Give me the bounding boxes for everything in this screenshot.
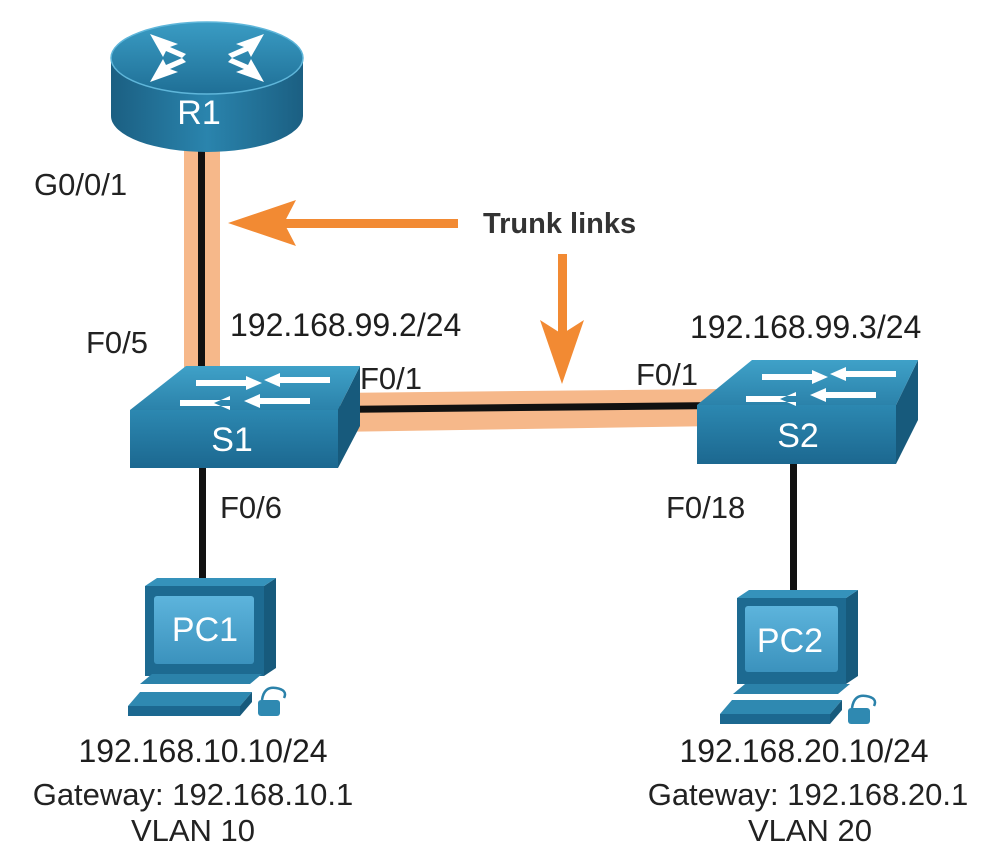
pc1-vlan: VLAN 10 (131, 813, 255, 848)
pc-pc1[interactable]: PC1 (128, 578, 287, 716)
cable-s1-pc1 (199, 465, 206, 587)
pc-icon (128, 578, 287, 716)
port-s1-f06: F0/6 (220, 490, 282, 525)
trunk-arrow-left (228, 200, 458, 246)
router-r1-label: R1 (177, 94, 220, 132)
port-s2-f018: F0/18 (666, 490, 745, 525)
switch-s2-label: S2 (777, 417, 819, 455)
link-s1-pc1 (199, 465, 206, 587)
link-r1-s1 (184, 150, 220, 372)
switch-icon (697, 360, 918, 464)
cable-r1-s1 (198, 150, 205, 372)
trunk-arrow-down (540, 254, 584, 384)
pc2-gateway: Gateway: 192.168.20.1 (648, 777, 969, 812)
switch-icon (130, 366, 360, 468)
port-s1-f01: F0/1 (360, 361, 422, 396)
s1-ip-address: 192.168.99.2/24 (230, 307, 461, 343)
pc2-ip-address: 192.168.20.10/24 (679, 733, 928, 769)
pc-icon (720, 590, 877, 724)
link-s1-s2 (330, 389, 720, 432)
router-icon (110, 21, 304, 152)
port-r1-g001: G0/0/1 (34, 167, 127, 202)
link-s2-pc2 (790, 462, 797, 590)
router-r1[interactable]: R1 (110, 21, 304, 152)
port-s2-f01: F0/1 (636, 357, 698, 392)
switch-s1-label: S1 (211, 421, 253, 459)
pc1-gateway: Gateway: 192.168.10.1 (33, 777, 354, 812)
s2-ip-address: 192.168.99.3/24 (690, 309, 921, 345)
pc1-ip-address: 192.168.10.10/24 (78, 733, 327, 769)
pc-pc2[interactable]: PC2 (720, 590, 877, 724)
pc-pc1-label: PC1 (172, 611, 238, 649)
annotation-trunk-links: Trunk links (483, 208, 636, 240)
cable-s2-pc2 (790, 462, 797, 590)
switch-s2[interactable]: S2 (697, 360, 918, 464)
port-s1-f05: F0/5 (86, 325, 148, 360)
pc-pc2-label: PC2 (757, 622, 823, 660)
switch-s1[interactable]: S1 (130, 366, 360, 468)
cable-s1-s2 (330, 402, 720, 413)
pc2-vlan: VLAN 20 (748, 813, 872, 848)
